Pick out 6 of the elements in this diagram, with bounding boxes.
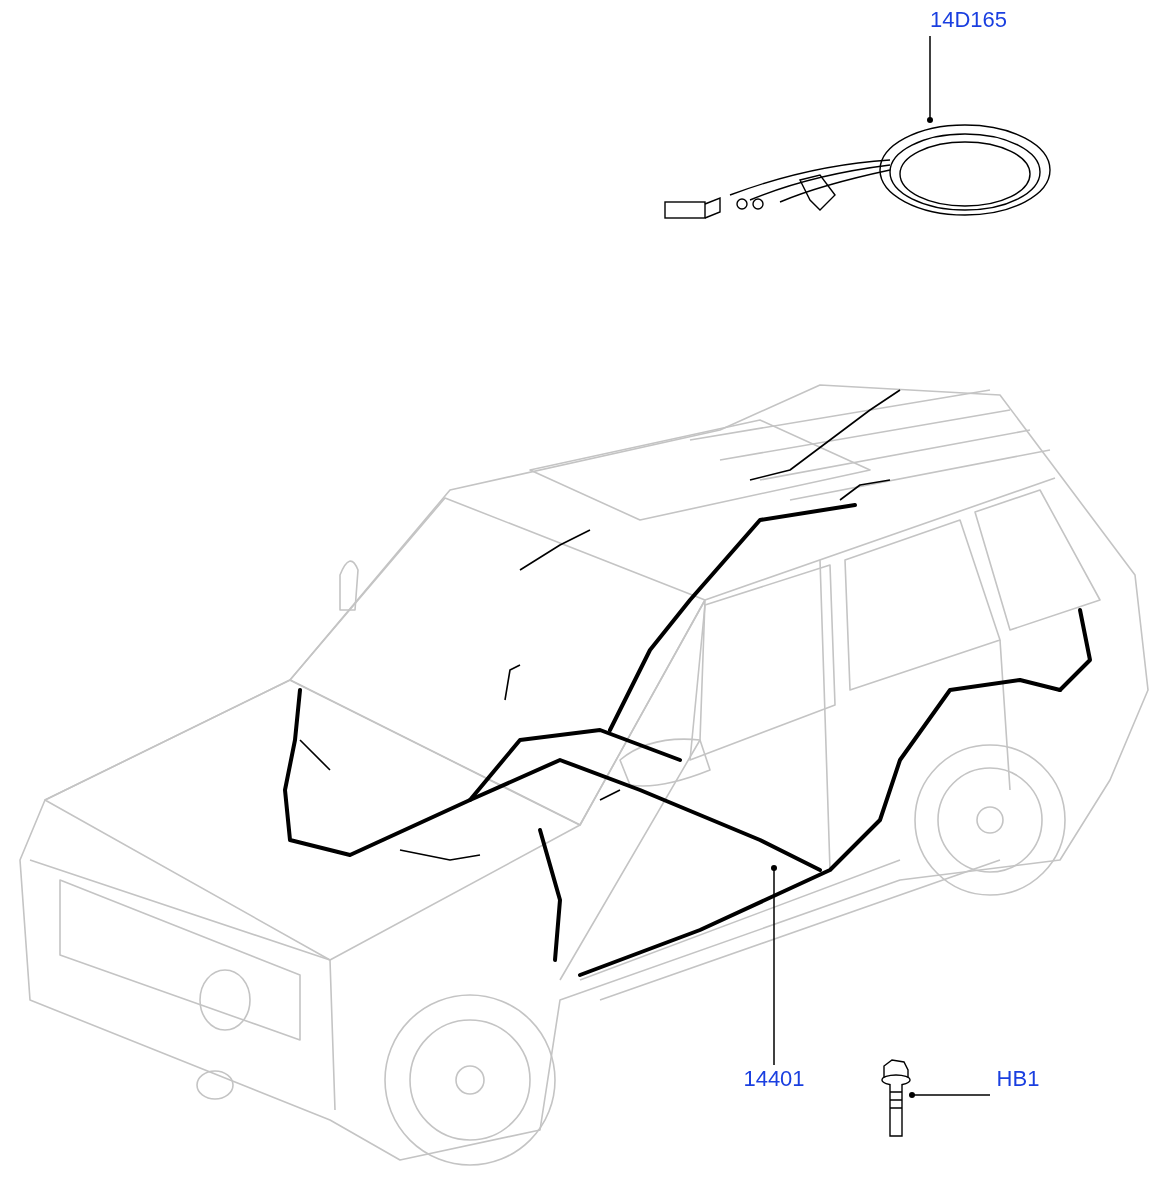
leader-line <box>927 35 933 123</box>
leader-line <box>909 1092 991 1098</box>
callout-number: 14401 <box>742 1065 806 1093</box>
leader-line <box>771 865 777 1066</box>
callout-number: HB1 <box>995 1065 1041 1093</box>
callout-number: 14D165 <box>930 6 1006 34</box>
